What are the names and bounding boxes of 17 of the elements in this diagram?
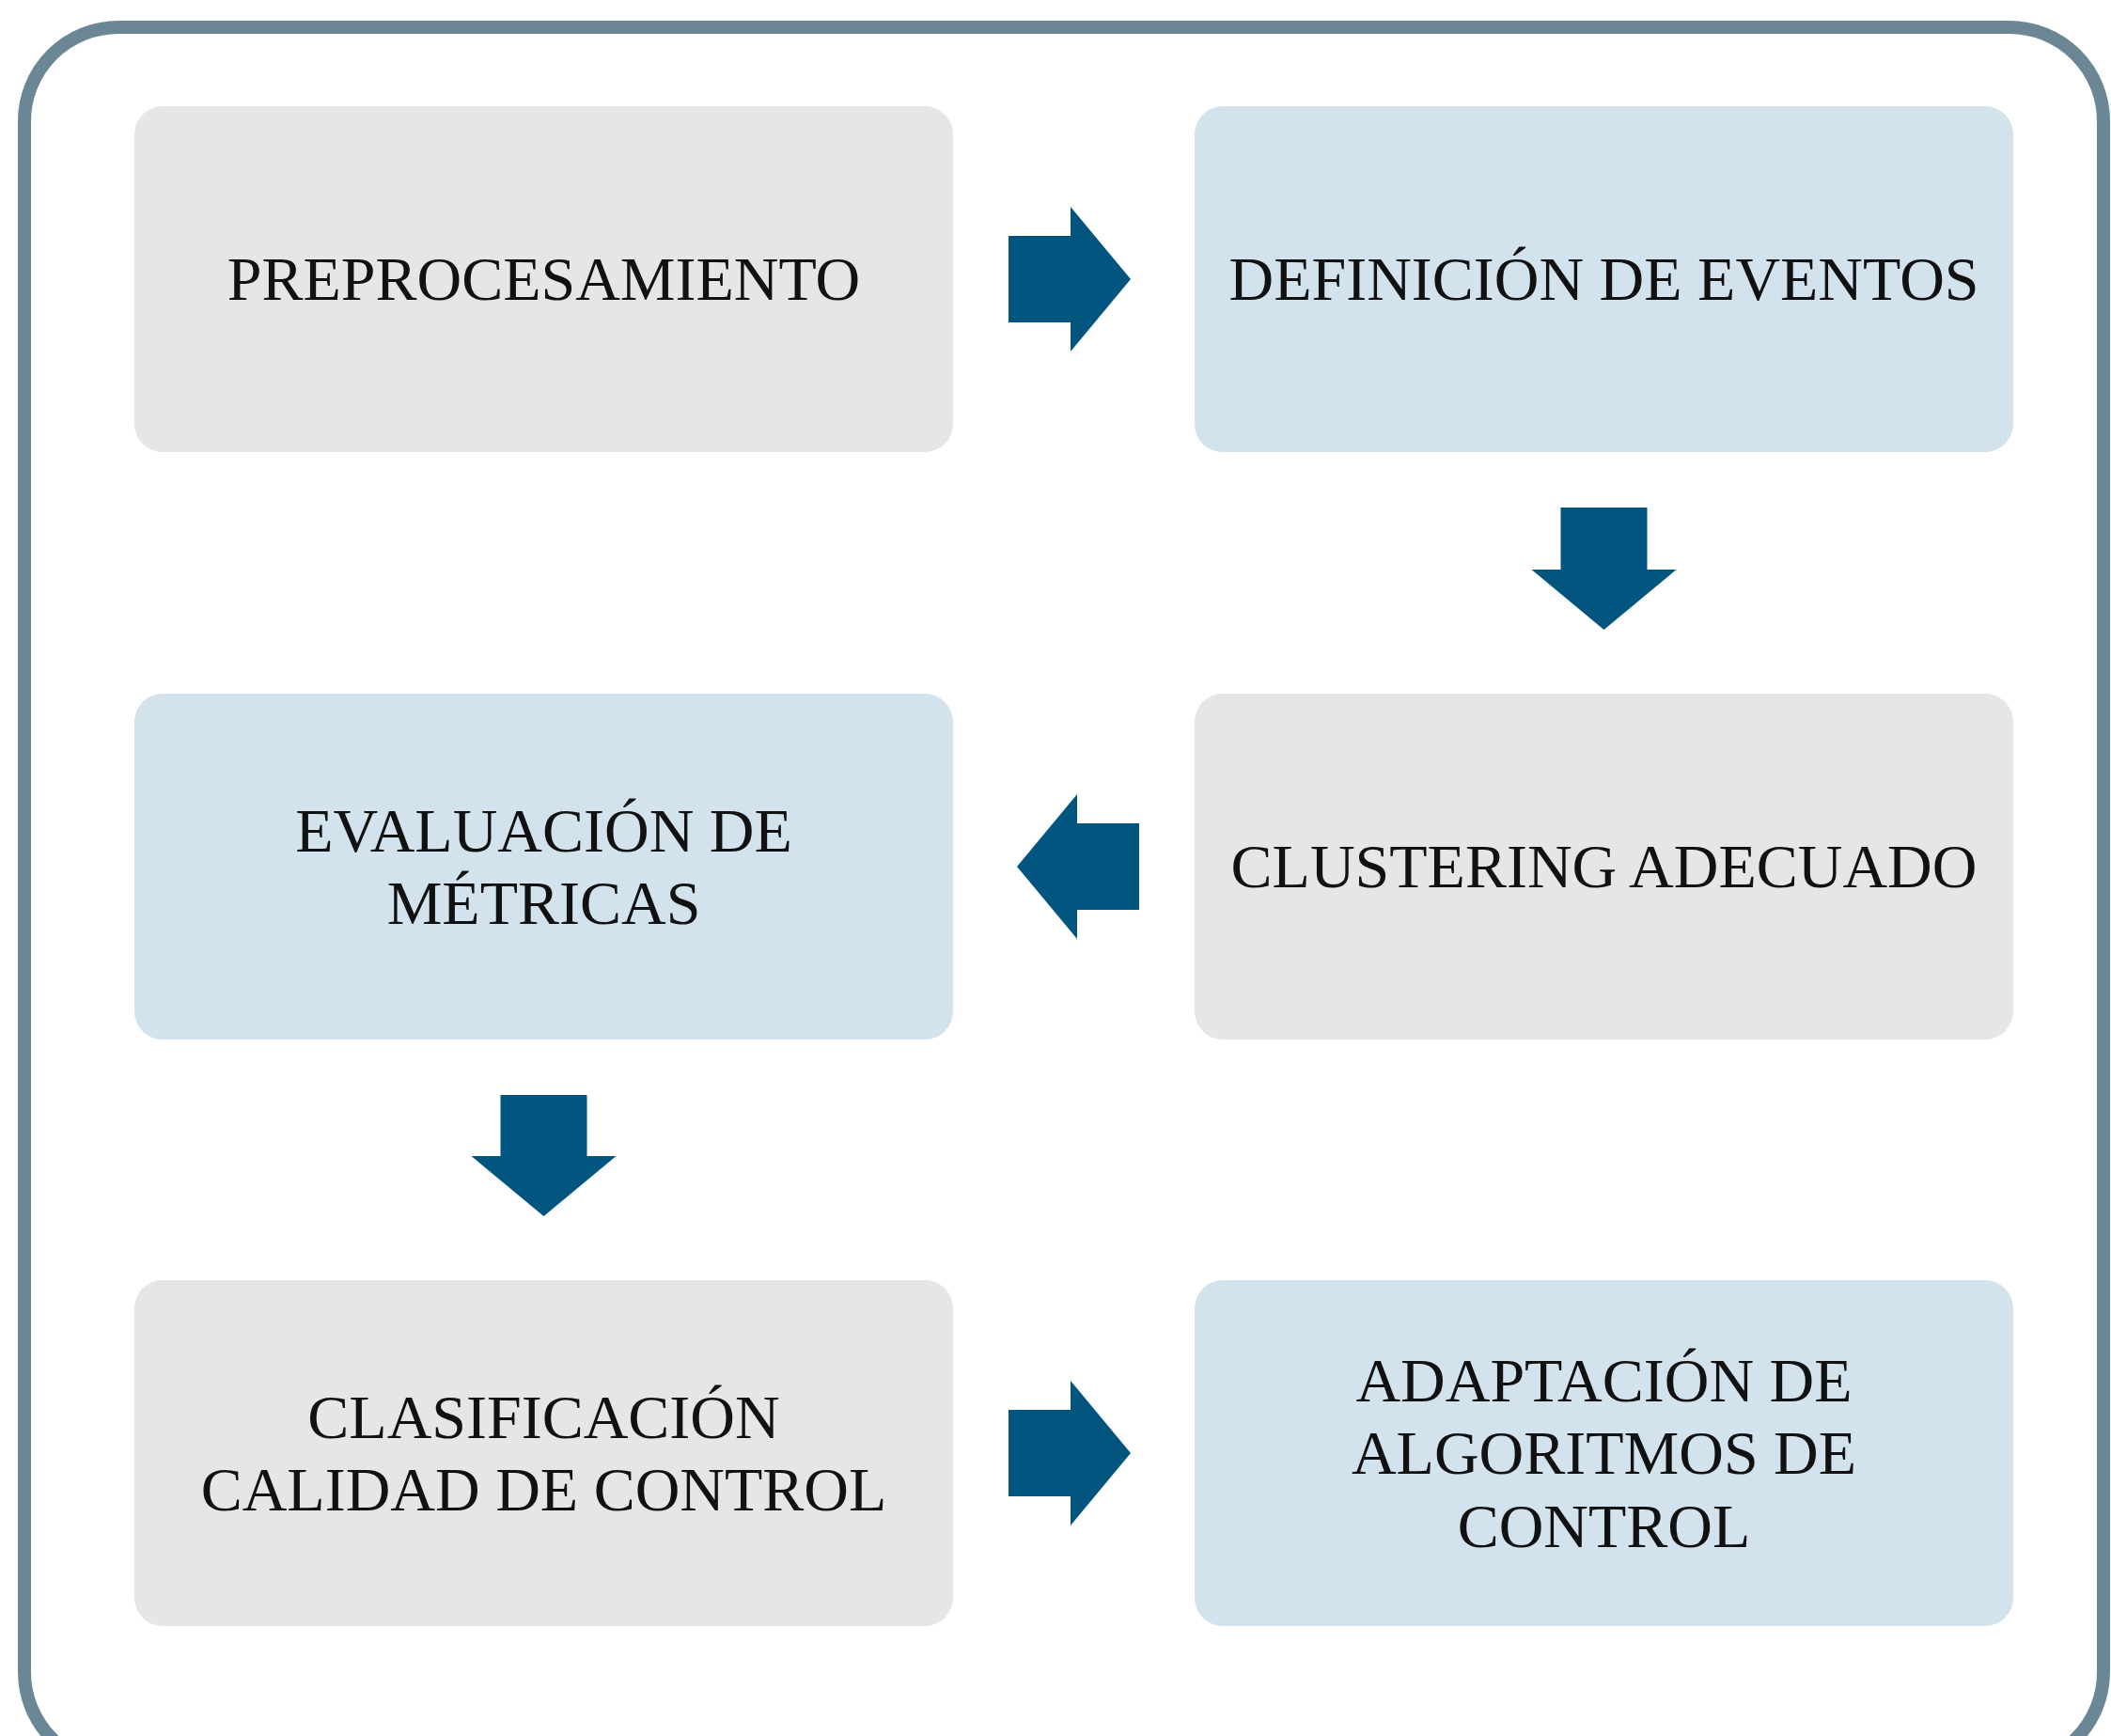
process-box (1195, 694, 2013, 1040)
step-label: CLASIFICACIÓN CALIDAD DE CONTROL (199, 1381, 888, 1525)
block-arrow (471, 1095, 617, 1216)
process-box (1195, 106, 2013, 452)
block-arrow (1009, 207, 1131, 352)
step-label: ADAPTACIÓN DE ALGORITMOS DE CONTROL (1350, 1345, 1858, 1562)
step-label: PREPROCESAMIENTO (227, 243, 861, 316)
process-box (134, 694, 953, 1040)
block-arrow (1009, 1381, 1131, 1525)
step-label: CLUSTERING ADECUADO (1230, 831, 1978, 903)
step-label: EVALUACIÓN DE MÉTRICAS (294, 794, 793, 939)
block-arrow (1017, 794, 1139, 939)
block-arrow (1531, 508, 1677, 630)
step-label: DEFINICIÓN DE EVENTOS (1228, 243, 1979, 316)
process-box (134, 106, 953, 452)
process-box (134, 1280, 953, 1626)
process-box (1195, 1280, 2013, 1626)
